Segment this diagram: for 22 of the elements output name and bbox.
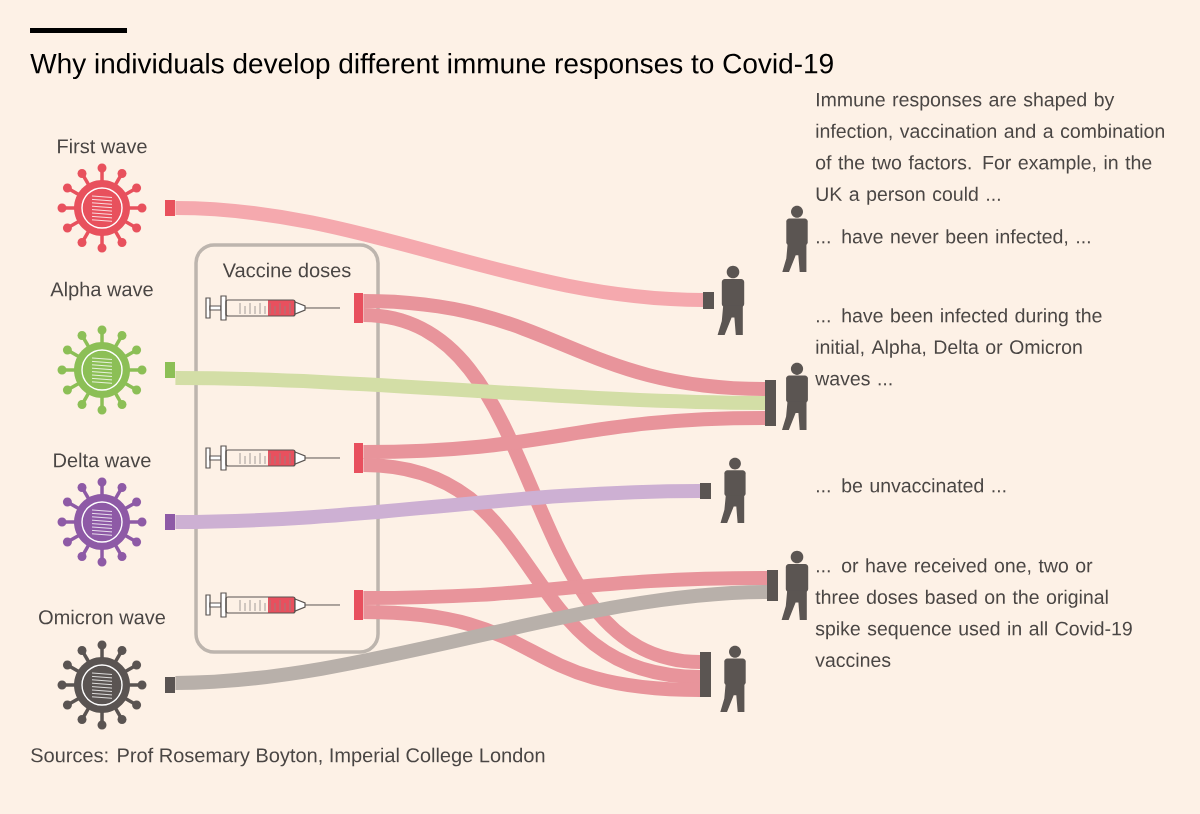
flow-ribbon [175, 484, 701, 529]
flow-ribbon [363, 294, 766, 396]
title: Why individuals develop different immune responses to Covid-19 [30, 52, 833, 80]
annotation: ... be unvaccinated ... [817, 478, 1006, 493]
flow-ribbon [362, 458, 701, 684]
wave-label: Delta wave [54, 452, 151, 468]
source-note: Sources: Prof Rosemary Boyton, Imperial College London [31, 747, 545, 767]
flow-ribbon [363, 411, 766, 459]
flow-ribbon [175, 201, 704, 307]
annotation: ... have been infected during the initial, Alpha, Delta or Omicron waves ... [815, 308, 1102, 386]
flow-ribbon [363, 605, 701, 697]
flow-ribbon [362, 308, 702, 669]
group-label: Vaccine doses [222, 262, 351, 278]
flow-ribbon [175, 371, 766, 410]
wave-label: First wave [58, 138, 147, 154]
annotation: ... have never been infected, ... [817, 229, 1090, 246]
annotation: ... or have received one, two or three doses based on the original spike sequence used in all Covid-19 vaccines [815, 558, 1132, 667]
flow-ribbon [363, 571, 768, 605]
description: Immune responses are shaped by infection, vaccination and a combination of the two factors. For example, in the UK a person could ... [816, 92, 1164, 205]
wave-label: Omicron wave [39, 609, 165, 625]
flow-ribbon [175, 585, 768, 690]
wave-label: Alpha wave [50, 281, 153, 301]
